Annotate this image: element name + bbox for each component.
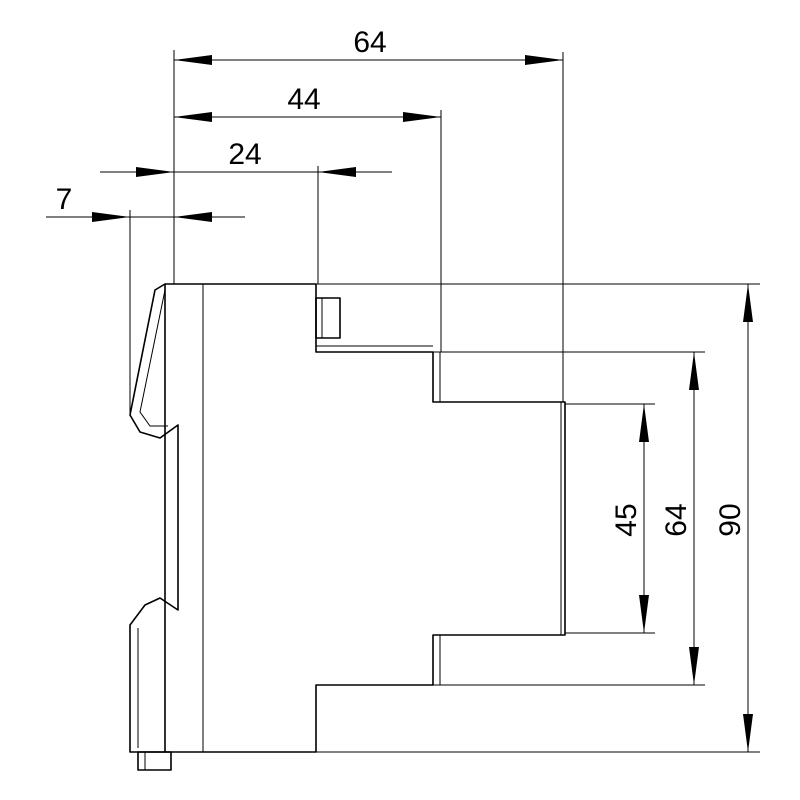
dimension-7-width: 7 — [46, 183, 245, 222]
dimension-24-width: 24 — [100, 138, 392, 177]
dim-label-64-height: 64 — [660, 503, 693, 536]
dim-label-44-width: 44 — [287, 83, 320, 116]
dimension-44-width: 44 — [174, 83, 441, 122]
upper-din-clip — [129, 283, 179, 600]
dim-label-24-width: 24 — [228, 138, 261, 171]
latch-foot — [137, 751, 172, 771]
main-housing — [164, 283, 566, 753]
dimension-64-width: 64 — [174, 26, 563, 65]
device-outline — [129, 283, 566, 771]
extension-lines — [129, 50, 760, 753]
dim-label-7-width: 7 — [56, 183, 73, 216]
lower-din-clip — [129, 597, 179, 753]
top-tab — [315, 297, 341, 339]
dimension-64-height: 64 — [660, 352, 699, 685]
dimension-90-height: 90 — [714, 284, 753, 752]
dim-label-64-width: 64 — [353, 26, 386, 59]
upper-clip-inner — [139, 289, 168, 427]
dim-label-45-height: 45 — [610, 503, 643, 536]
dimension-45-height: 45 — [610, 404, 649, 633]
dim-label-90-height: 90 — [714, 503, 747, 536]
